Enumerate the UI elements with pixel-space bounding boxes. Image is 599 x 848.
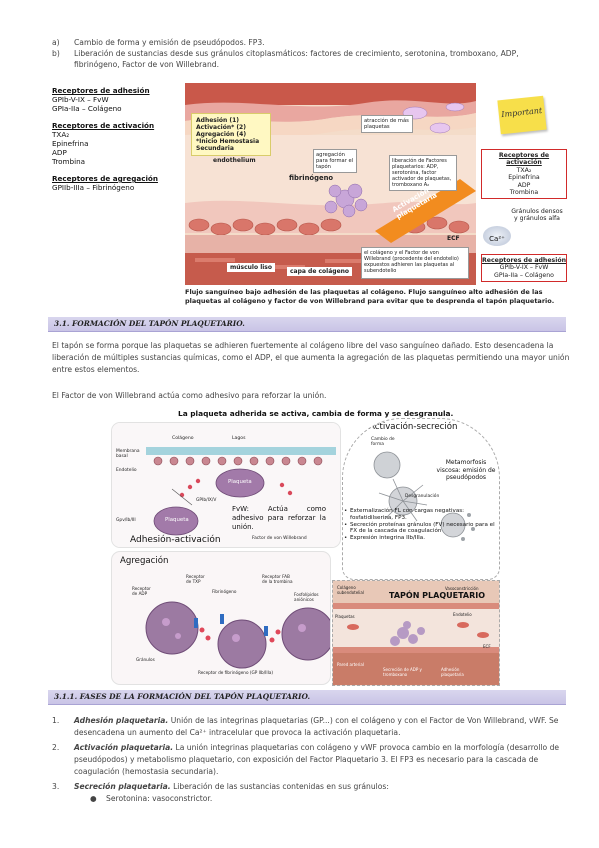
endothelium-label: endothelium: [213, 157, 256, 164]
figure2-title: La plaqueta adherida se activa, cambia d…: [178, 409, 454, 418]
secretion-bullets: •Externalización FL con cargas negativas…: [344, 508, 495, 542]
serotonin-bullet: ● Serotonina: vasoconstrictor.: [90, 794, 213, 803]
txp-receptor-label: Receptor de TXP: [186, 574, 205, 584]
intro-item-a: a) Cambio de forma y emisión de pseudópo…: [52, 38, 265, 47]
fibrinogen-small-label: Fibrinógeno: [212, 589, 237, 594]
fibrinogen-receptor-label: Receptor de fibrinógeno (GP IIb/IIIa): [198, 670, 274, 675]
section-3-1-para2: El Factor de von Willebrand actúa como a…: [52, 391, 327, 400]
activation-secretion-panel: Activación-secreción Cambio de forma Met…: [342, 418, 500, 580]
adhesion-illustration: [112, 423, 340, 547]
platelet-label-2: Plaqueta: [165, 517, 189, 523]
important-note-icon: Important: [497, 95, 547, 135]
subendothelial-collagen-label: Colágeno subendotelial: [337, 585, 364, 595]
lagos-top-label: Lagos: [232, 436, 246, 441]
adhesion-receptors-title: Receptores de adhesión: [52, 86, 150, 95]
section-3-1-heading: 3.1. FORMACIÓN DEL TAPÓN PLAQUETARIO.: [48, 317, 566, 332]
endothelium-side-label: Endotelio: [116, 468, 137, 473]
thrombin-receptor-label: Receptor FAB de la trombina: [262, 574, 293, 584]
vasoconstriction-label: Vasoconstricción: [445, 586, 479, 591]
anionic-phospholipids-label: Fosfolípidos aniónicos: [294, 592, 319, 602]
gp-label-1: GPIb/IX/V: [196, 498, 217, 503]
step4-box: agregación para formar el tapón: [313, 149, 357, 173]
plug-illustration: [333, 581, 499, 685]
right-activation-receptors: Receptores de activación TXA₂ Epinefrina…: [481, 149, 567, 200]
endothelium-plug-label: Endotelio: [453, 612, 472, 617]
platelet-adhesion-label: Adhesión plaquetaria: [441, 667, 464, 677]
fvw-small-label: Factor de von Willebrand: [252, 536, 307, 541]
collagen-layer-label: capa de colágeno: [287, 267, 353, 276]
figure1-left-labels: Receptores de adhesión GPIb-V-IX – FvW G…: [52, 86, 182, 192]
adhesion-activation-label: Adhesión-activación: [130, 535, 221, 545]
platelet-plug-label: TAPÓN PLAQUETARIO: [389, 591, 486, 600]
adp-secretion-label: Secreción de ADP y tromboxano: [383, 667, 422, 677]
phase-item-3: 3. Secreción plaquetaria. Liberación de …: [52, 782, 389, 791]
phase-item-2: 2. Activación plaquetaria. La unión inte…: [52, 743, 560, 776]
adhesion-activation-panel: Colágeno Lagos Membrana basal Endotelio …: [112, 423, 340, 547]
basal-membrane-label: Membrana basal: [116, 449, 140, 459]
aggregation-receptor: GPIIb-IIIa – Fibrinógeno: [52, 183, 135, 192]
fvw-text: FvW: Actúa como adhesivo para reforzar l…: [232, 505, 326, 531]
gp-label-2: Gpv/Ib/III: [116, 518, 136, 523]
intro-item-b: b) Liberación de sustancias desde sus gr…: [52, 49, 519, 58]
figure1-vessel-diagram: Adhesión (1) Activación* (2) Agregación …: [185, 83, 476, 285]
degranulation-label: Desgranulación: [405, 494, 440, 499]
adp-receptor-label: Receptor de ADP: [132, 586, 151, 596]
section-3-1-1-heading: 3.1.1. FASES DE LA FORMACIÓN DEL TAPÓN P…: [48, 690, 566, 705]
activation-receptor: Trombina: [52, 157, 86, 166]
phase-item-1: 1. Adhesión plaquetaria. Unión de las in…: [52, 716, 559, 737]
intro-item-b-cont: fibrinógeno, Factor de von Willebrand.: [74, 60, 219, 69]
activation-receptor: ADP: [52, 148, 67, 157]
smooth-muscle-label: músculo liso: [227, 263, 275, 272]
right-adhesion-receptors: Receptores de adhesión GPIb-V-IX – FvW G…: [481, 254, 567, 283]
figure1-caption: Flujo sanguíneo bajo adhesión de las pla…: [185, 288, 555, 305]
activation-secretion-label: Activación-secreción: [369, 422, 458, 432]
activation-receptors-title: Receptores de activación: [52, 121, 155, 130]
activation-receptor: Epinefrina: [52, 139, 89, 148]
aggregation-label: Agregación: [120, 556, 169, 566]
aggregation-panel: Agregación Receptor de TXP Receptor de A…: [112, 552, 330, 684]
intro-list: a) Cambio de forma y emisión de pseudópo…: [52, 37, 572, 70]
arterial-wall-label: Pared arterial: [337, 662, 364, 667]
metamorphosis-text: Metamorfosis viscosa: emisión de pseudóp…: [436, 459, 496, 481]
bullet-icon: ●: [90, 794, 97, 803]
adhesion-receptor: GPIa-IIa – Colágeno: [52, 104, 122, 113]
adhesion-receptor: GPIb-V-IX – FvW: [52, 95, 109, 104]
step3-box: atracción de más plaquetas: [361, 115, 413, 133]
shape-change-label: Cambio de forma: [371, 437, 395, 447]
aggregation-receptors-title: Receptores de agregación: [52, 174, 158, 183]
collagen-top-label: Colágeno: [172, 436, 194, 441]
section-3-1-para1: El tapón se forma porque las plaquetas s…: [52, 341, 570, 374]
fibrinogen-label: fibrinógeno: [289, 174, 334, 182]
secretion-illustration: [373, 451, 475, 541]
aggregation-illustration: [145, 601, 330, 669]
platelets-label: Plaquetas: [335, 614, 355, 619]
ecf-label: ECF: [447, 235, 460, 242]
platelet-label: Plaqueta: [228, 479, 252, 485]
granules-label: Gránulos densos y gránulos alfa: [511, 208, 563, 222]
calcium-icon: Ca²⁺: [483, 226, 511, 246]
step2-box: liberación de Factores plaquetarios: ADP…: [389, 155, 457, 191]
step1-box: el colágeno y el Factor de von Willebran…: [361, 247, 469, 279]
platelet-plug-panel: TAPÓN PLAQUETARIO Colágeno subendotelial…: [332, 580, 500, 686]
granules-small-label: Gránulos: [136, 657, 155, 662]
ecf-plug-label: ECF: [483, 644, 491, 649]
phases-list: 1. Adhesión plaquetaria. Unión de las in…: [52, 715, 572, 805]
activation-receptor: TXA₂: [52, 130, 70, 139]
steps-box: Adhesión (1) Activación* (2) Agregación …: [191, 113, 271, 156]
